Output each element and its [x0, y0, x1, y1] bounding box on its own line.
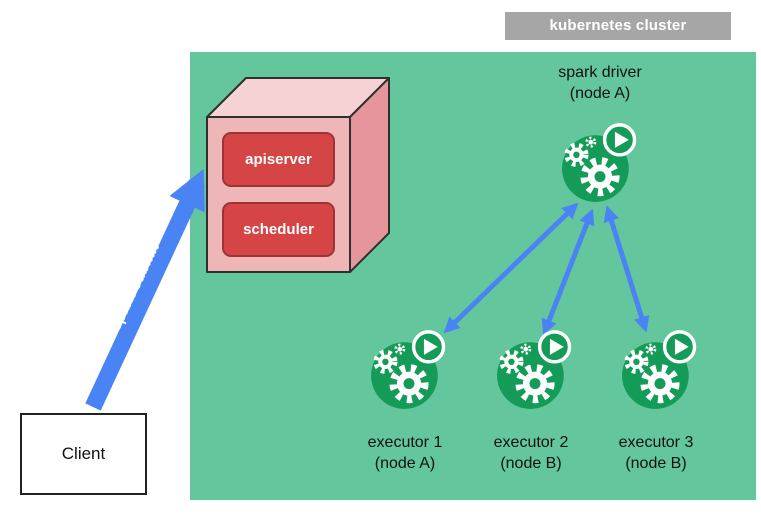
spark-driver-title: spark driver [558, 64, 642, 81]
spark-submit-arrow [85, 168, 205, 411]
executor-1-title: executor 1 [367, 434, 443, 451]
executor-3-node: (node B) [625, 455, 687, 472]
executor-3-title: executor 3 [618, 434, 694, 451]
kubernetes-cluster-label: kubernetes cluster [505, 12, 731, 40]
client-label: Client [61, 444, 106, 463]
executor-2-node: (node B) [500, 455, 562, 472]
executor-2-title: executor 2 [493, 434, 569, 451]
spark-driver-node: (node A) [569, 85, 631, 102]
executor-1-node: (node A) [374, 455, 436, 472]
apiserver-label: apiserver [245, 151, 312, 168]
executor-1-label: executor 1 (node A) [339, 432, 471, 474]
driver-executor2-arrow [541, 208, 595, 336]
spark-driver-label: spark driver (node A) [520, 62, 680, 104]
executor-2-label: executor 2 (node B) [465, 432, 597, 474]
scheduler-label: scheduler [243, 221, 314, 238]
apiserver-box: apiserver [222, 132, 335, 187]
client-box: Client [20, 413, 147, 495]
scheduler-box: scheduler [222, 202, 335, 257]
driver-executor3-arrow [603, 205, 650, 333]
executor-3-label: executor 3 (node B) [590, 432, 722, 474]
